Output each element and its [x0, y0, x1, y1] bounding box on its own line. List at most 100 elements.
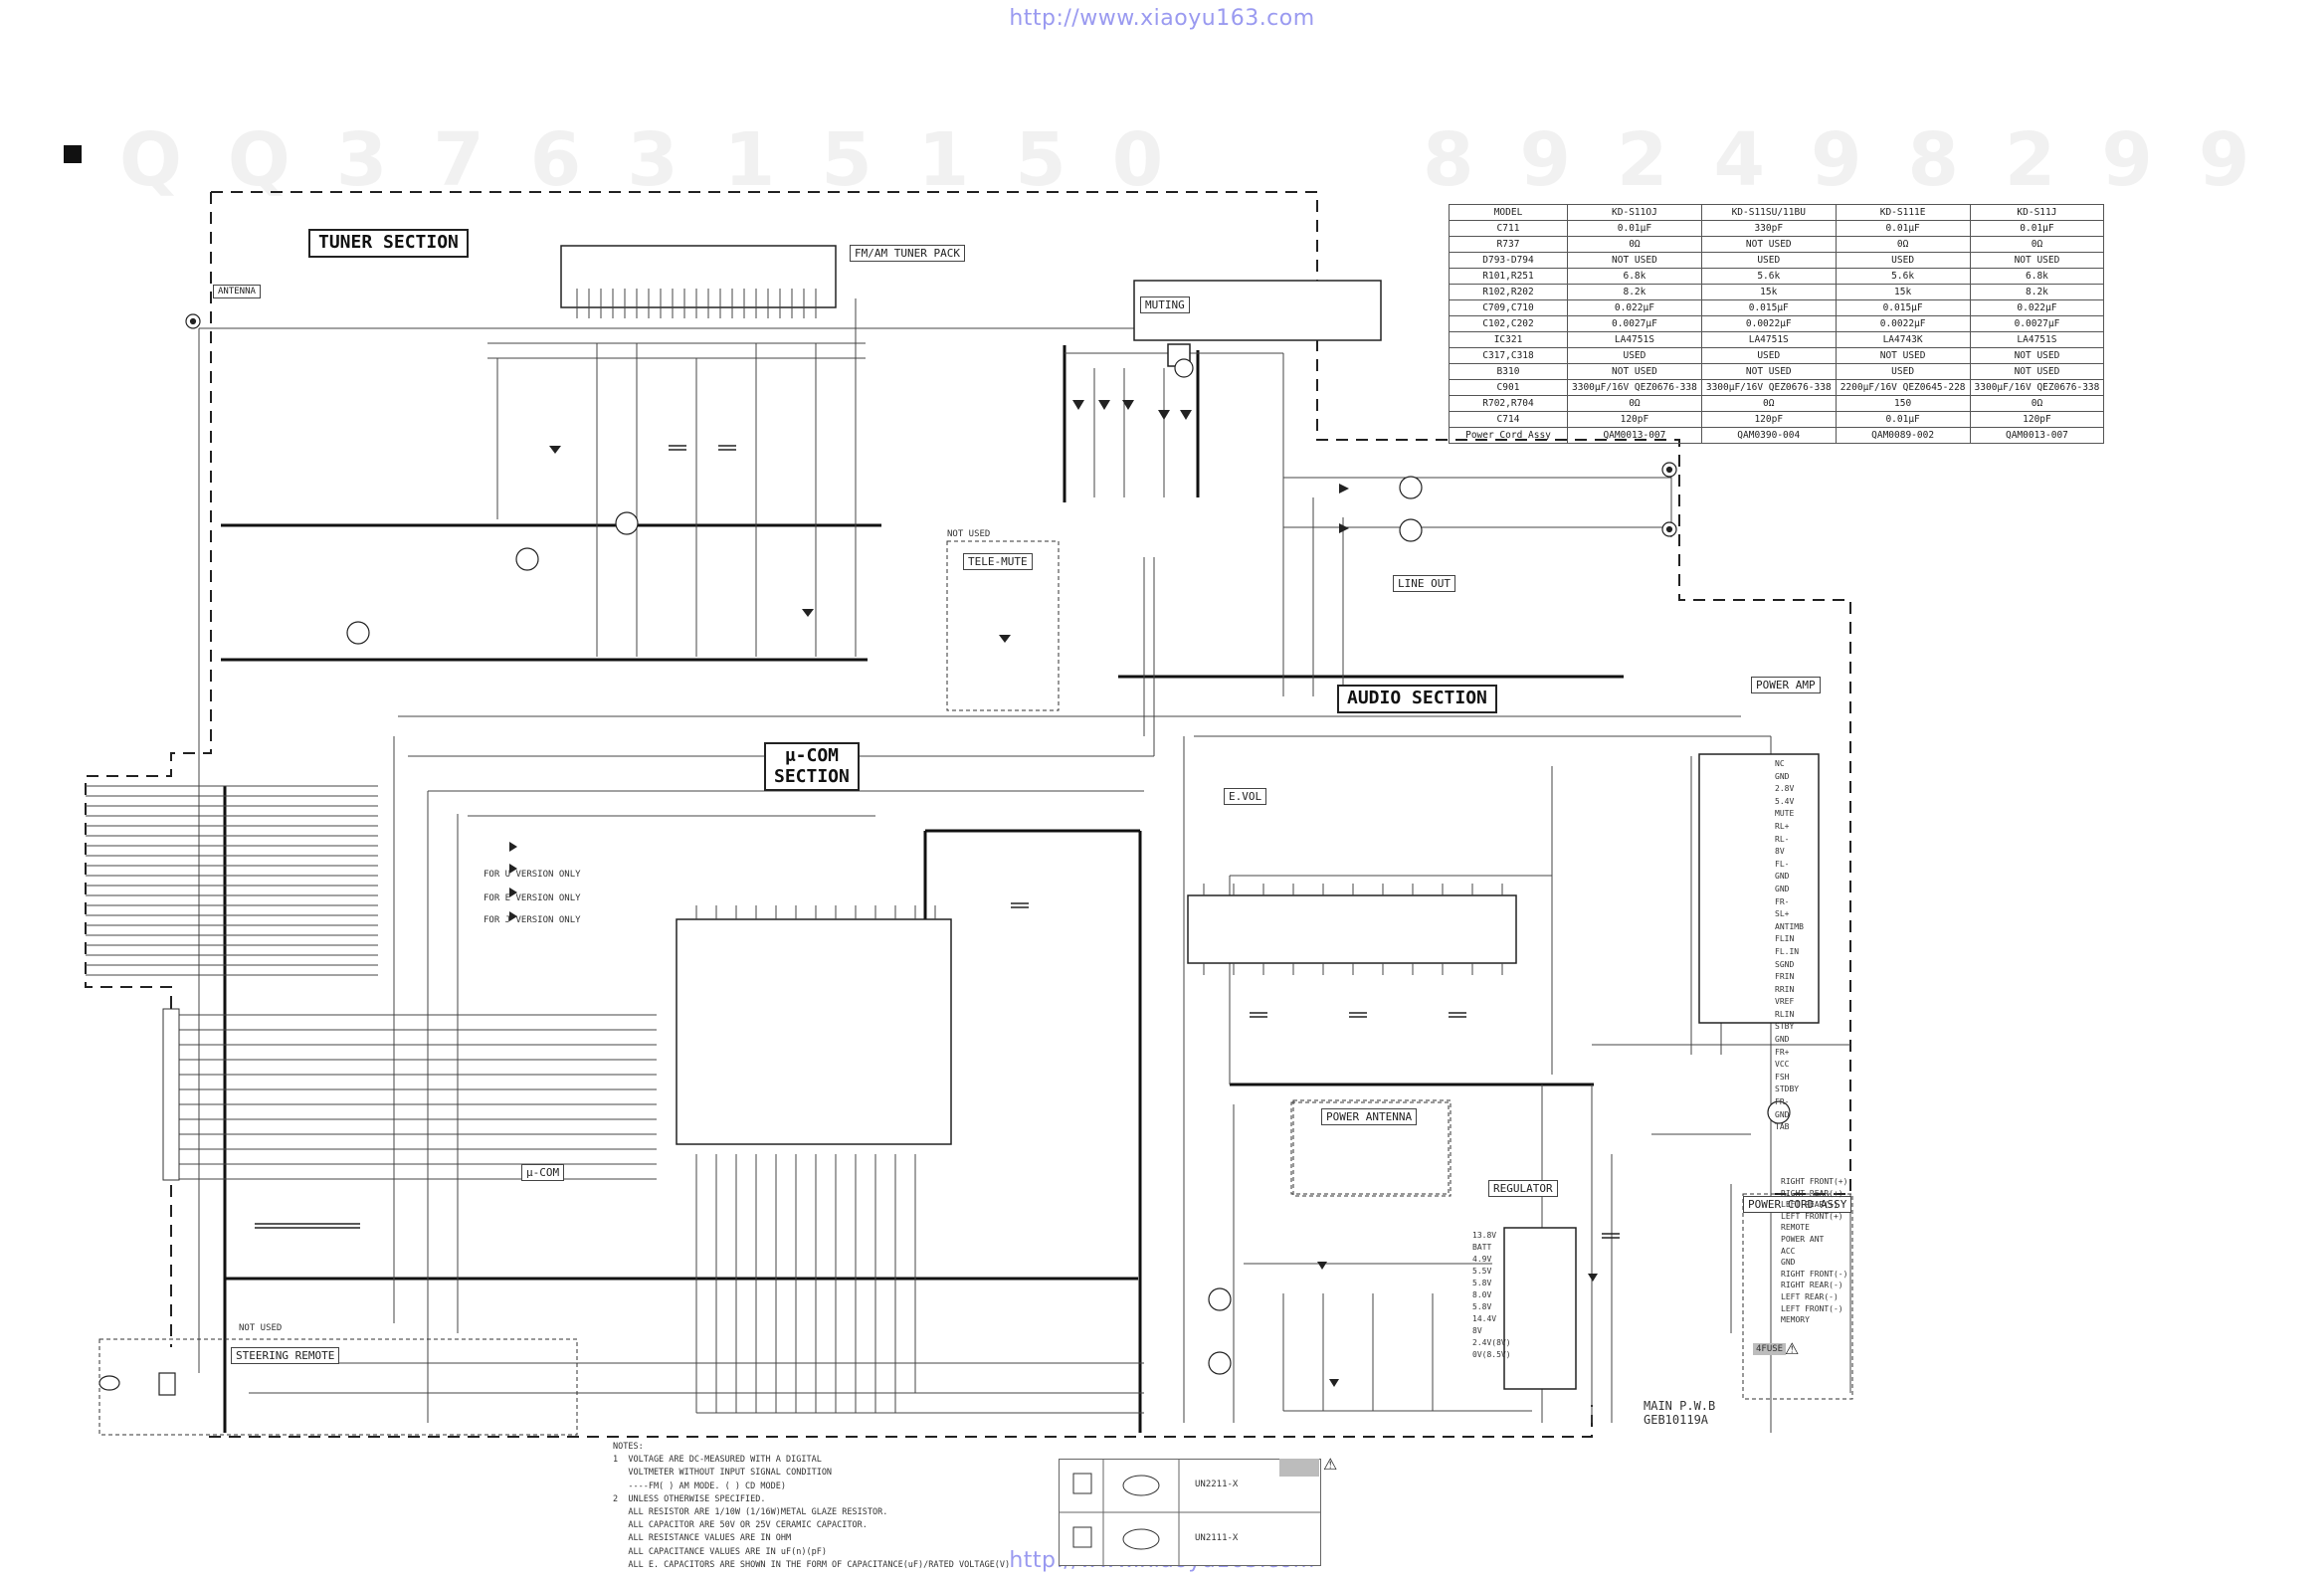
power-amp-pin-label: 2.8V — [1775, 784, 1795, 794]
pwb-line1: MAIN P.W.B — [1644, 1399, 1716, 1413]
model-table-header-cell: KD-S11J — [1969, 204, 2105, 221]
muting-label: MUTING — [1140, 296, 1190, 313]
regulator-voltage-label: 5.5V — [1472, 1267, 1492, 1276]
for-j-version-label: FOR J VERSION ONLY — [484, 915, 581, 925]
diodes — [509, 400, 1598, 1387]
tuner-section-title: TUNER SECTION — [308, 229, 469, 258]
power-amp-pin-label: GND — [1775, 1109, 1790, 1119]
model-difference-table: MODEL KD-S11OJ KD-S11SU/11BU KD-S111E KD… — [1449, 204, 2105, 444]
power-amp-pin-label: GND — [1775, 884, 1790, 893]
left-connector — [162, 1008, 180, 1181]
model-table-cell: C714 — [1449, 411, 1568, 428]
regulator-voltage-label: 13.8V — [1472, 1231, 1497, 1240]
power-amp-pin-label: 8V — [1775, 847, 1785, 857]
for-u-version-label: FOR U VERSION ONLY — [484, 870, 581, 880]
jacks — [98, 313, 1677, 1396]
mucom-section-title-line2: SECTION — [774, 765, 850, 787]
power-amp-pin-label: VREF — [1775, 997, 1795, 1007]
model-table-header-cell: MODEL — [1449, 204, 1568, 221]
model-table-cell: NOT USED — [1700, 236, 1837, 253]
tuner-pack-label: FM/AM TUNER PACK — [850, 245, 965, 262]
regulator-voltage-label: 4.9V — [1472, 1255, 1492, 1264]
model-table-cell: 0.015μF — [1835, 299, 1971, 316]
model-table-cell: NOT USED — [1969, 363, 2105, 380]
model-table-cell: R101,R251 — [1449, 268, 1568, 285]
power-amp-pin-label: VCC — [1775, 1060, 1790, 1070]
power-amp-pin-label: FR- — [1775, 1097, 1790, 1107]
model-table-cell: C901 — [1449, 379, 1568, 396]
ic-pin-ticks — [576, 289, 1503, 975]
model-table-header-cell: KD-S11OJ — [1567, 204, 1702, 221]
safety-part-swatch — [1279, 1459, 1319, 1477]
model-table-cell: 0Ω — [1700, 395, 1837, 412]
power-amp-pin-label: FR+ — [1775, 1047, 1790, 1057]
regulator-voltage-label: 0V(8.5V) — [1472, 1350, 1511, 1359]
model-table-cell: 0Ω — [1969, 236, 2105, 253]
model-table-cell: 0.022μF — [1567, 299, 1702, 316]
power-cord-pin-label: POWER ANT — [1781, 1234, 1825, 1244]
transistor-legend: UN2211-X UN2111-X — [1059, 1459, 1321, 1566]
model-table-cell: IC321 — [1449, 331, 1568, 348]
power-amp-pin-label: SL+ — [1775, 909, 1790, 919]
legend-drawing — [1060, 1460, 1320, 1565]
power-cord-pin-label: LEFT FRONT(+) — [1781, 1211, 1843, 1221]
model-table-cell: 0.01μF — [1969, 220, 2105, 237]
model-table-cell: 0Ω — [1567, 236, 1702, 253]
model-table-cell: USED — [1835, 363, 1971, 380]
regulator-voltage-label: 2.4V(8V) — [1472, 1338, 1511, 1347]
model-table-cell: 2200μF/16V QEZ0645-228 — [1835, 379, 1971, 396]
watermark-right: 892498299 — [1423, 117, 2296, 203]
model-table-cell: 0Ω — [1567, 395, 1702, 412]
model-table-cell: LA4751S — [1969, 331, 2105, 348]
power-amp-pin-label: FL.IN — [1775, 946, 1800, 956]
power-cord-pin-label: RIGHT FRONT(-) — [1781, 1269, 1848, 1279]
model-table-cell: 0Ω — [1969, 395, 2105, 412]
model-table-cell: 0.0022μF — [1700, 315, 1837, 332]
tele-mute-label: TELE-MUTE — [963, 553, 1033, 570]
heavy-rails — [221, 345, 1624, 1433]
model-table-cell: USED — [1835, 252, 1971, 269]
model-table-header-row: MODEL KD-S11OJ KD-S11SU/11BU KD-S111E KD… — [1449, 204, 2105, 221]
model-table-cell: NOT USED — [1969, 347, 2105, 364]
power-cord-pin-label: RIGHT REAR(-) — [1781, 1281, 1843, 1290]
mucom-section-title: μ-COM SECTION — [764, 742, 860, 792]
legend-part-1: UN2211-X — [1195, 1480, 1239, 1489]
not-used-label-steering: NOT USED — [239, 1323, 283, 1333]
audio-section-title: AUDIO SECTION — [1337, 685, 1497, 713]
capacitors — [255, 445, 1620, 1239]
model-table-cell: R737 — [1449, 236, 1568, 253]
source-url-top[interactable]: http://www.xiaoyu163.com — [1009, 6, 1315, 31]
power-cord-pin-label: MEMORY — [1781, 1315, 1810, 1325]
schematic-notes: NOTES: 1 VOLTAGE ARE DC-MEASURED WITH A … — [613, 1442, 1011, 1570]
model-table-header-cell: KD-S111E — [1835, 204, 1971, 221]
power-amp-pin-label: ANTIMB — [1775, 921, 1804, 931]
model-table-cell: 15k — [1700, 284, 1837, 300]
model-table-cell: NOT USED — [1567, 363, 1702, 380]
power-amp-pin-label: FRIN — [1775, 972, 1795, 982]
power-cord-pin-label: LEFT FRONT(-) — [1781, 1303, 1843, 1313]
power-cord-pin-label: RIGHT REAR(+) — [1781, 1188, 1843, 1198]
model-table-cell: 0Ω — [1835, 236, 1971, 253]
power-amp-pin-label: NC — [1775, 759, 1785, 768]
model-table-cell: 0.0027μF — [1567, 315, 1702, 332]
fuse-label: 4FUSE — [1753, 1343, 1787, 1355]
model-table-cell: 3300μF/16V QEZ0676-338 — [1700, 379, 1837, 396]
regulator-voltage-label: 8V — [1472, 1326, 1482, 1335]
power-amp-pin-label: STBY — [1775, 1022, 1795, 1032]
regulator-voltage-label: 14.4V — [1472, 1314, 1497, 1323]
power-cord-assy-label: POWER CORD ASSY — [1743, 1196, 1852, 1213]
regulator-voltage-label: 5.8V — [1472, 1302, 1492, 1311]
for-e-version-label: FOR E VERSION ONLY — [484, 893, 581, 903]
mucom-small-label: μ-COM — [521, 1164, 565, 1181]
transistors — [346, 358, 1791, 1375]
